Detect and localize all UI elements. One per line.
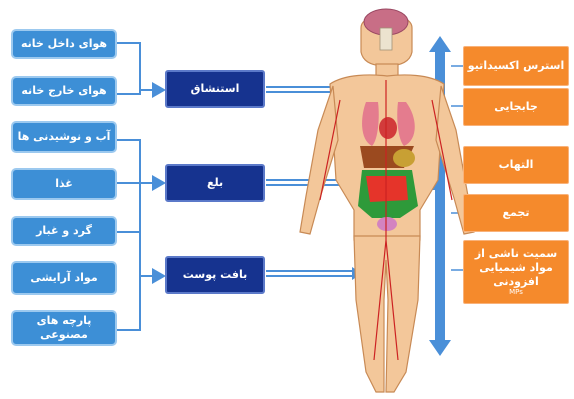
source-dust: گرد و غبار xyxy=(11,216,117,246)
source-cosmetics: مواد آرایشی xyxy=(11,261,117,295)
effect-additive-toxicity-sublabel: MPs xyxy=(509,288,523,297)
effect-additive-toxicity: سمیت ناشی از مواد شیمیایی افزودنی MPs xyxy=(463,240,569,304)
route-skin-tissue: بافت پوست xyxy=(165,256,265,294)
source-synthetic-fabrics: پارچه های مصنوعی xyxy=(11,310,117,346)
effect-inflammation: التهاب xyxy=(463,146,569,184)
effect-translocation: جابجایی xyxy=(463,88,569,126)
source-water-drinks: آب و نوشیدنی ها xyxy=(11,121,117,153)
source-food: غذا xyxy=(11,168,117,200)
source-outdoor-air: هوای خارج خانه xyxy=(11,76,117,106)
route-inhalation: استنشاق xyxy=(165,70,265,108)
route-ingestion: بلع xyxy=(165,164,265,202)
effect-additive-toxicity-label: سمیت ناشی از مواد شیمیایی افزودنی xyxy=(464,247,568,288)
source-indoor-air: هوای داخل خانه xyxy=(11,29,117,59)
effect-accumulation: تجمع xyxy=(463,194,569,232)
effect-oxidative-stress: استرس اکسیداتیو xyxy=(463,46,569,86)
